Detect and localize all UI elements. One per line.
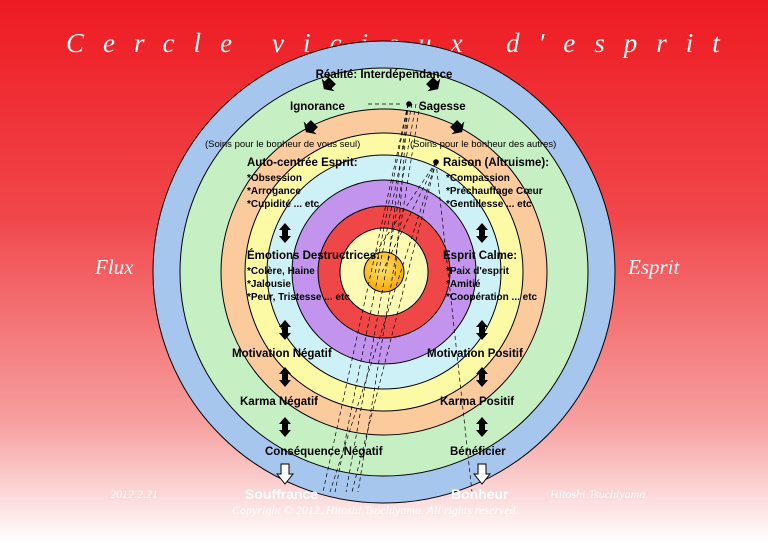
side-label-left: Flux xyxy=(95,255,134,279)
list-item: *Arrogance xyxy=(247,186,301,197)
footer-date: 2012.2.21 xyxy=(110,487,158,501)
list-item: *Peur, Tristesse ... etc xyxy=(247,292,350,303)
label-motivation-negative: Motivation Négatif xyxy=(232,348,332,360)
list-item: *Compassion xyxy=(446,173,510,184)
side-label-right: Esprit xyxy=(628,255,680,279)
list-item: *Amitié xyxy=(446,279,481,290)
hollow-arrow-icon xyxy=(472,463,492,485)
block-title-calm: Esprit Calme: xyxy=(443,250,517,262)
block-title-destructive: Émotions Destructrices: xyxy=(247,249,380,262)
list-item: *Obsession xyxy=(247,173,302,184)
footer-author: Hitoshi Tsuchiyama xyxy=(550,487,646,501)
label-reality: Réalité: Interdépendance xyxy=(316,69,453,81)
footer-copyright: Copyright © 2012, Hitoshi Tsuchiyama. Al… xyxy=(232,503,519,517)
title-word-1: Cercle xyxy=(66,28,251,58)
label-soins-right: (Soins pour le bonheur des autres) xyxy=(410,139,556,150)
outcome-suffering: Souffrance xyxy=(245,486,319,502)
label-sagesse: Sagesse xyxy=(419,101,466,113)
label-karma-positive: Karma Positif xyxy=(440,396,514,408)
block-title-reason: Raison (Altruisme): xyxy=(443,157,549,169)
label-karma-negative: Karma Négatif xyxy=(240,396,318,408)
list-item: *Coopération ... etc xyxy=(446,292,538,303)
title-word-3: d'esprit xyxy=(506,28,739,58)
label-benefit: Bénéficier xyxy=(450,446,506,458)
hollow-arrow-icon xyxy=(275,463,295,485)
list-item: *Colère, Haine xyxy=(247,266,315,277)
list-item: *Cupidité ... etc xyxy=(247,199,320,210)
label-soins-left: (Soins pour le bonheur de vous seul) xyxy=(205,139,360,150)
connector-dot-sagesse xyxy=(406,101,412,107)
block-title-self-centered: Auto-centrée Esprit: xyxy=(247,157,358,169)
list-item: *Préchauffage Cœur xyxy=(446,186,543,197)
label-ignorance: Ignorance xyxy=(290,101,345,113)
dashed-connectors xyxy=(322,103,473,493)
outcome-happiness: Bonheur xyxy=(451,486,509,502)
connector-dot-raison xyxy=(433,159,439,165)
label-motivation-positive: Motivation Positif xyxy=(427,348,523,360)
list-item: *Gentillesse ... etc xyxy=(446,199,532,210)
center-core xyxy=(363,251,405,293)
list-item: *Jalousie xyxy=(247,279,291,290)
label-consequence-negative: Conséquence Négatif xyxy=(265,446,383,458)
list-item: *Paix d'esprit xyxy=(446,266,510,277)
